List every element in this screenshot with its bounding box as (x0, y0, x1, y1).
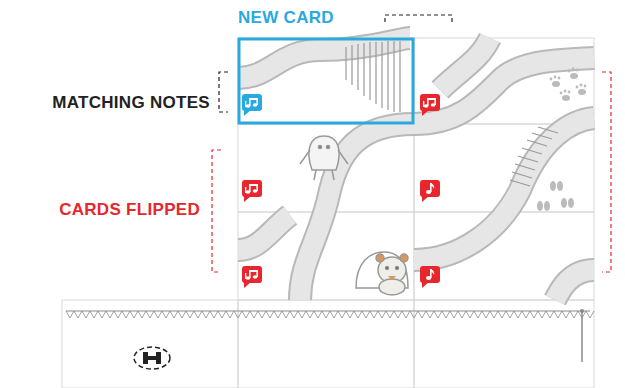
callout-label: MATCHING NOTES (52, 93, 210, 113)
callout-label: CARDS FLIPPED (59, 200, 200, 220)
callout-title: NEW CARD (238, 8, 334, 28)
